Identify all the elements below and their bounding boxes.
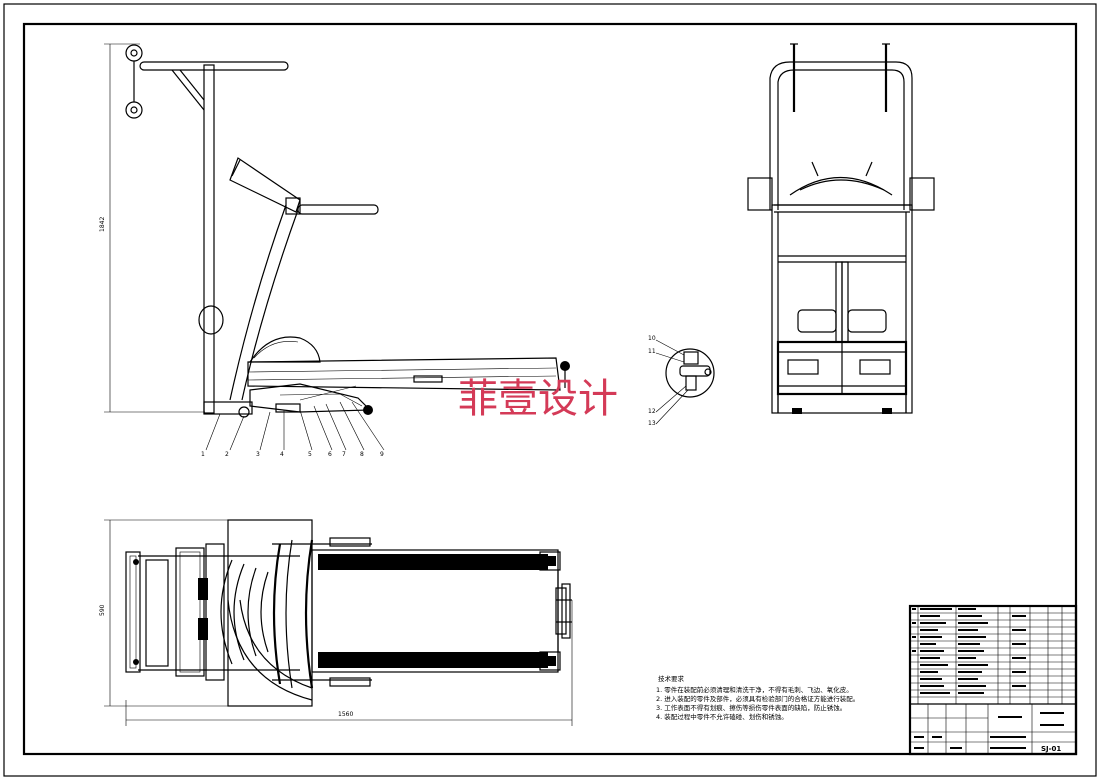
length-dimension: 1560 bbox=[338, 711, 353, 718]
outer-border bbox=[3, 3, 1097, 777]
part-label: 8 bbox=[360, 451, 364, 458]
watermark: 菲壹设计 bbox=[458, 376, 618, 422]
detail-label: 11 bbox=[648, 348, 656, 355]
width-dimension: 590 bbox=[99, 604, 106, 616]
detail-view: 10 11 12 13 bbox=[648, 335, 715, 427]
title-block: SJ-01 bbox=[908, 604, 1078, 756]
part-label: 3 bbox=[256, 451, 260, 458]
part-label: 2 bbox=[225, 451, 229, 458]
note-line: 3. 工作表面不得有划痕、擦伤等损伤零件表面的缺陷，防止锈蚀。 bbox=[656, 703, 846, 712]
notes-title: 技术要求 bbox=[658, 674, 685, 683]
front-view bbox=[747, 43, 935, 414]
detail-label: 10 bbox=[648, 335, 656, 342]
detail-label: 13 bbox=[648, 420, 656, 427]
part-label: 4 bbox=[280, 451, 284, 458]
note-line: 4. 装配过程中零件不允许磕碰、划伤和锈蚀。 bbox=[656, 712, 788, 721]
part-label-group: 1 2 3 4 5 6 7 8 9 bbox=[201, 451, 384, 458]
detail-label: 12 bbox=[648, 408, 656, 415]
part-label: 5 bbox=[308, 451, 312, 458]
note-line: 1. 零件在装配前必须清理和清洗干净，不得有毛刺、飞边、氧化皮。 bbox=[656, 685, 853, 694]
side-view: 1842 bbox=[99, 43, 570, 458]
part-label: 7 bbox=[342, 451, 346, 458]
top-view: 590 1560 bbox=[99, 519, 573, 726]
part-label: 6 bbox=[328, 451, 332, 458]
height-dimension: 1842 bbox=[99, 217, 106, 232]
part-label: 1 bbox=[201, 451, 205, 458]
drawing-number: SJ-01 bbox=[1041, 745, 1061, 753]
technical-notes: 技术要求 1. 零件在装配前必须清理和清洗干净，不得有毛刺、飞边、氧化皮。 2.… bbox=[656, 674, 859, 721]
note-line: 2. 进入装配的零件及部件，必须具有检验部门的合格证方能进行装配。 bbox=[656, 694, 859, 703]
inner-border bbox=[22, 22, 1078, 756]
part-label: 9 bbox=[380, 451, 384, 458]
